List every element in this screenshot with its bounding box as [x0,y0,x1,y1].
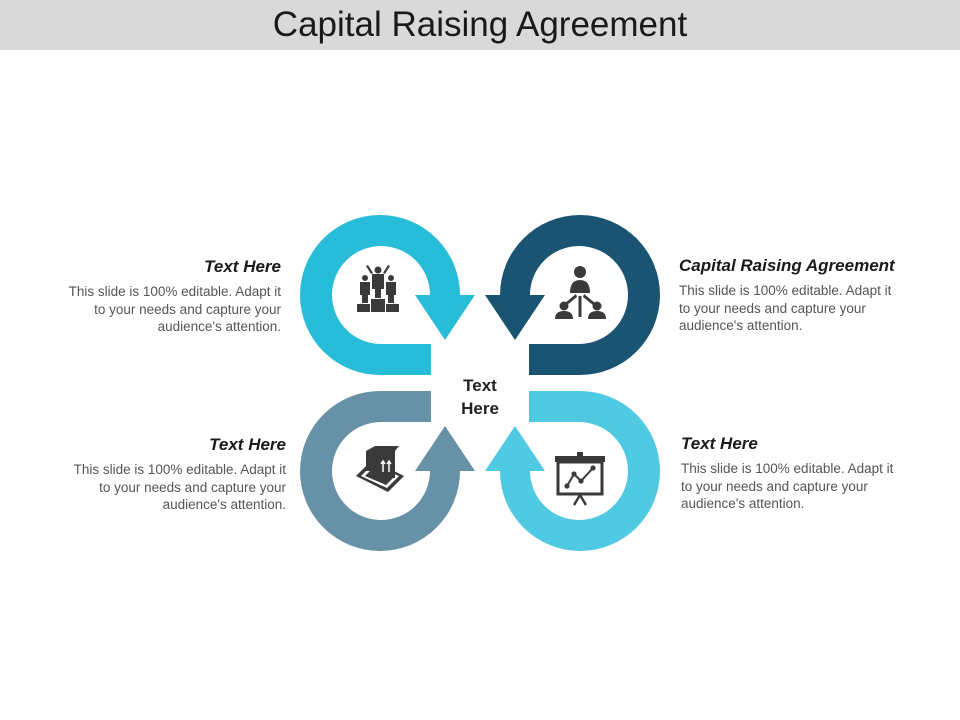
presentation-chart-icon [555,452,605,506]
arrow-top-left [300,215,475,376]
body-line: This slide is 100% editable. Adapt it [681,461,894,476]
center-label: Text Here [440,374,520,420]
body-line: audience's attention. [681,496,805,511]
text-block-heading: Text Here [204,257,281,276]
body-line: to your needs and capture your [99,479,286,495]
body-line: audience's attention. [162,497,286,512]
text-block-heading: Capital Raising Agreement [679,256,895,275]
text-block-body: This slide is 100% editable. Adapt it to… [41,283,281,336]
podium-winners-icon [357,265,399,312]
body-line: This slide is 100% editable. Adapt it [68,284,281,299]
arrow-bottom-right [485,390,660,551]
team-hierarchy-icon [555,266,606,319]
text-block-bottom-left: Text Here This slide is 100% editable. A… [46,435,286,514]
body-line: to your needs and capture your [681,478,868,494]
text-block-top-right: Capital Raising Agreement This slide is … [679,256,949,335]
text-block-heading: Text Here [209,435,286,454]
title-bar: Capital Raising Agreement [0,0,960,50]
text-block-heading: Text Here [681,434,758,453]
body-line: to your needs and capture your [94,301,281,317]
body-line: This slide is 100% editable. Adapt it [73,462,286,477]
package-pallet-icon [356,446,404,492]
text-block-body: This slide is 100% editable. Adapt it to… [46,461,286,514]
center-label-line-1: Text [463,376,497,395]
arrow-top-right [485,215,660,376]
slide-title: Capital Raising Agreement [272,5,688,44]
body-line: to your needs and capture your [679,300,866,316]
text-block-top-left: Text Here This slide is 100% editable. A… [41,257,281,336]
center-label-line-2: Here [461,399,499,418]
body-line: audience's attention. [679,318,803,333]
arrow-bottom-left [300,390,475,551]
body-line: audience's attention. [157,319,281,334]
body-line: This slide is 100% editable. Adapt it [679,283,892,298]
text-block-body: This slide is 100% editable. Adapt it to… [681,460,921,513]
text-block-body: This slide is 100% editable. Adapt it to… [679,282,949,335]
text-block-bottom-right: Text Here This slide is 100% editable. A… [681,434,921,513]
